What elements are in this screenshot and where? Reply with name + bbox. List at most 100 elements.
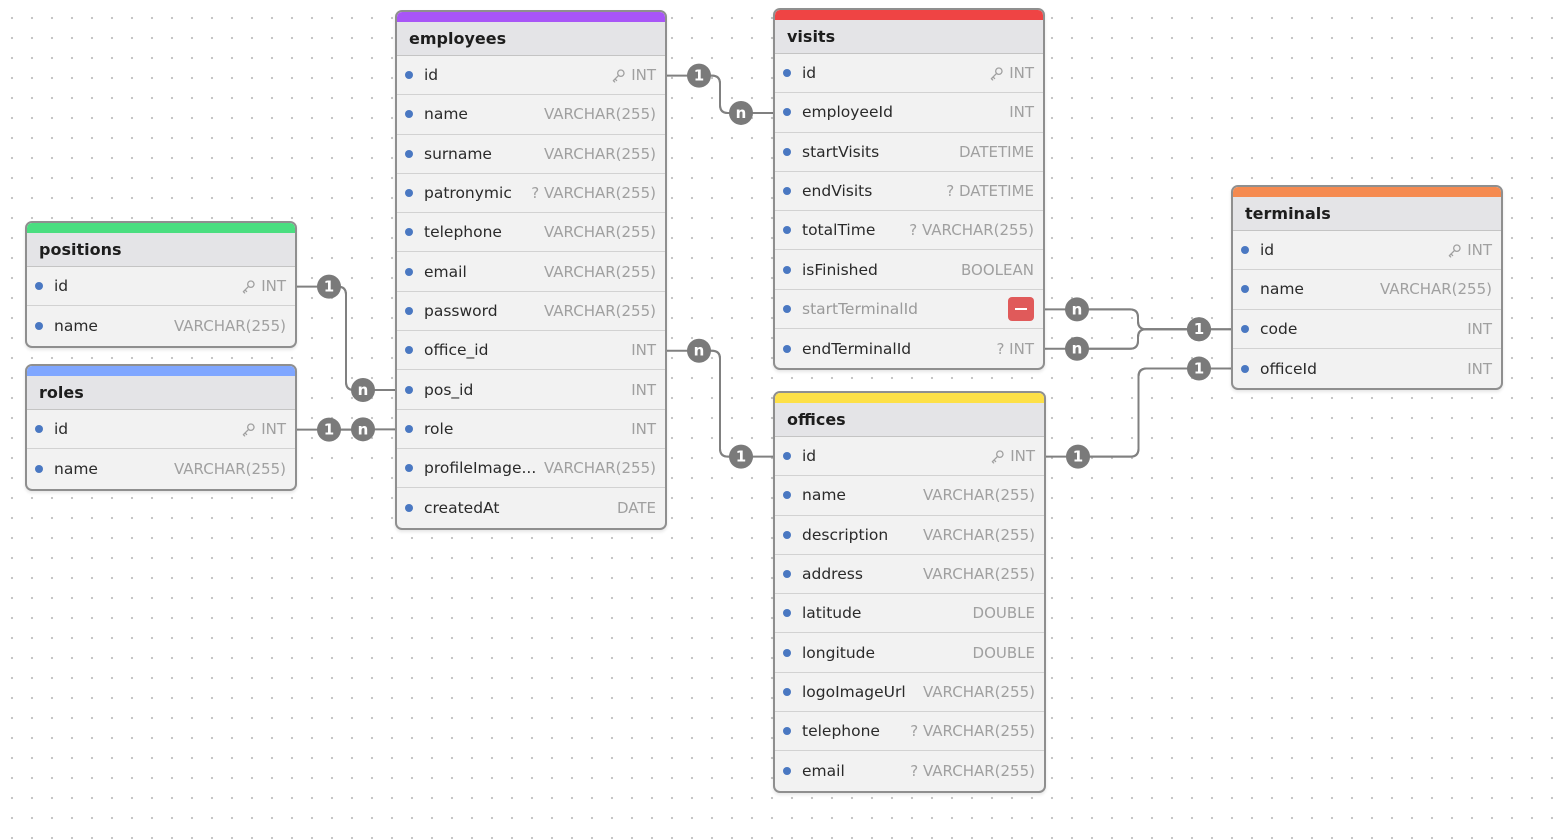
svg-text:1: 1 [1073, 448, 1083, 466]
field-type: VARCHAR(255) [174, 317, 286, 335]
field-handle-icon[interactable] [783, 491, 791, 500]
field-handle-icon[interactable] [35, 464, 43, 473]
field-handle-icon[interactable] [405, 346, 413, 355]
field-handle-icon[interactable] [405, 424, 413, 433]
field-handle-icon[interactable] [783, 187, 791, 196]
field-handle-icon[interactable] [405, 464, 413, 473]
field-handle-icon[interactable] [783, 265, 791, 274]
field-handle-icon[interactable] [783, 687, 791, 696]
cardinality-badge: n [351, 378, 375, 403]
table-header[interactable]: positions [27, 223, 295, 267]
field-name: id [802, 64, 817, 83]
field-handle-icon[interactable] [35, 321, 43, 330]
field-handle-icon[interactable] [405, 189, 413, 198]
field-handle-icon[interactable] [35, 425, 43, 434]
field-type-label: INT [631, 419, 656, 438]
field-handle-icon[interactable] [783, 530, 791, 539]
field-handle-icon[interactable] [783, 226, 791, 235]
remove-field-button[interactable] [1008, 296, 1034, 321]
table-header[interactable]: terminals [1233, 187, 1501, 231]
field-name: totalTime [802, 221, 876, 240]
table-header[interactable]: roles [27, 366, 295, 410]
field-handle-icon[interactable] [405, 267, 413, 276]
field-handle-icon[interactable] [405, 306, 413, 315]
field-handle-icon[interactable] [783, 69, 791, 78]
field-handle-icon[interactable] [783, 452, 791, 461]
field-handle-icon[interactable] [783, 648, 791, 657]
field-row-patronymic[interactable]: patronymic? VARCHAR(255) [397, 174, 665, 214]
field-name: password [424, 301, 498, 320]
field-handle-icon[interactable] [1241, 285, 1249, 294]
field-handle-icon[interactable] [783, 304, 791, 313]
field-handle-icon[interactable] [783, 344, 791, 353]
field-row-endvisits[interactable]: endVisits? DATETIME [775, 172, 1043, 212]
field-handle-icon[interactable] [783, 609, 791, 618]
field-handle-icon[interactable] [1241, 246, 1249, 255]
field-row-startterminalid[interactable]: startTerminalId [775, 290, 1043, 330]
field-row-endterminalid[interactable]: endTerminalId? INT [775, 329, 1043, 368]
field-handle-icon[interactable] [783, 147, 791, 156]
field-handle-icon[interactable] [1241, 364, 1249, 373]
field-type-label: INT [1467, 241, 1492, 260]
field-handle-icon[interactable] [405, 149, 413, 158]
field-row-totaltime[interactable]: totalTime? VARCHAR(255) [775, 211, 1043, 251]
field-handle-icon[interactable] [783, 727, 791, 736]
table-header[interactable]: offices [775, 393, 1044, 437]
field-handle-icon[interactable] [783, 767, 791, 776]
svg-text:n: n [1072, 340, 1083, 358]
field-handle-icon[interactable] [405, 110, 413, 119]
table-header[interactable]: visits [775, 10, 1043, 54]
field-handle-icon[interactable] [1241, 324, 1249, 333]
field-handle-icon[interactable] [783, 570, 791, 579]
field-row-telephone[interactable]: telephone? VARCHAR(255) [775, 712, 1044, 752]
field-handle-icon[interactable] [35, 282, 43, 291]
field-handle-icon[interactable] [405, 385, 413, 394]
field-handle-icon[interactable] [405, 71, 413, 80]
field-row-email[interactable]: email? VARCHAR(255) [775, 751, 1044, 790]
field-handle-icon[interactable] [405, 503, 413, 512]
relationship-line [1046, 367, 1199, 458]
relationship-line [699, 349, 773, 458]
table-header[interactable]: employees [397, 12, 665, 56]
field-handle-icon[interactable] [783, 108, 791, 117]
field-row-profileimage[interactable]: profileImage...VARCHAR(255) [397, 449, 665, 489]
field-type-label: ? DATETIME [946, 182, 1034, 201]
field-handle-icon[interactable] [405, 228, 413, 237]
field-name: id [54, 277, 69, 296]
